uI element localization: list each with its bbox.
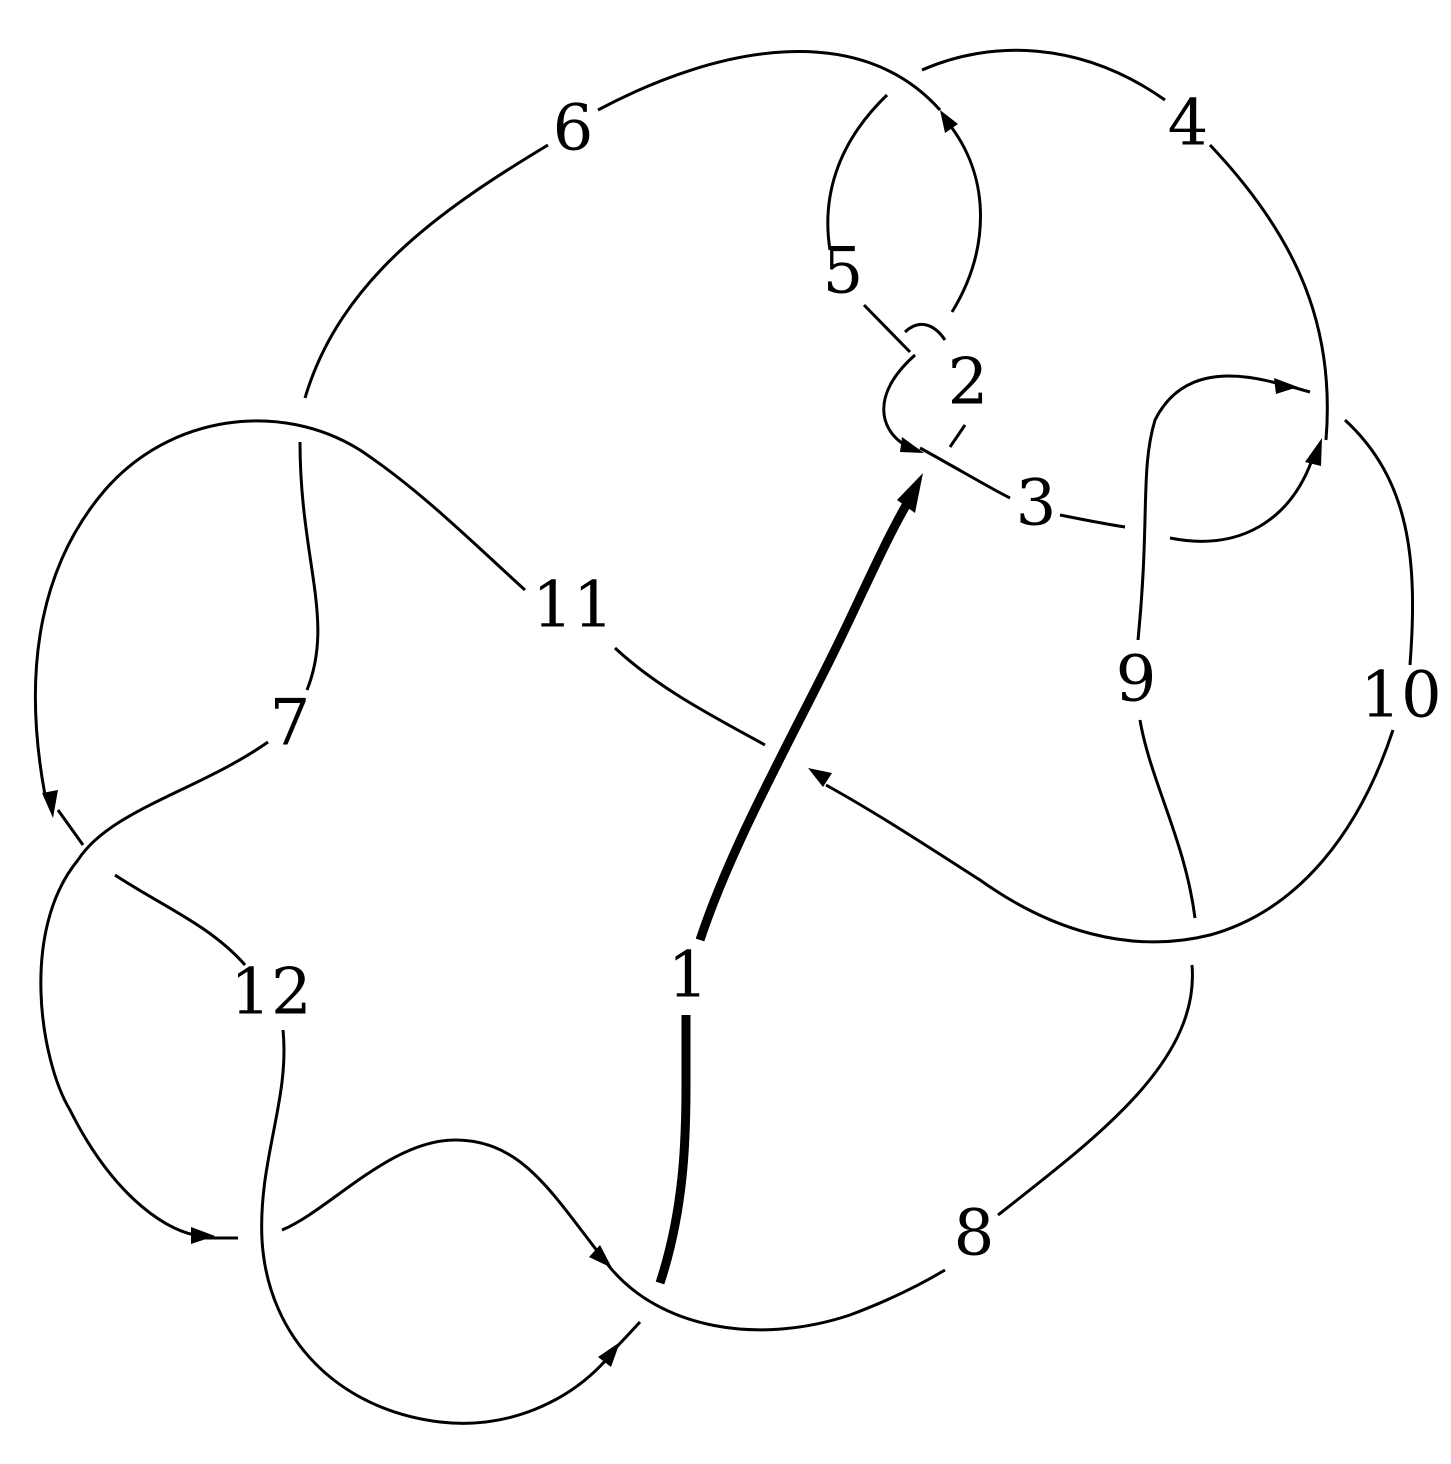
label-arc-8: 8 bbox=[954, 1197, 995, 1271]
arc-9 bbox=[1136, 374, 1281, 919]
arc-5-hook bbox=[882, 353, 916, 447]
label-arc-6: 6 bbox=[553, 92, 594, 166]
arc-1-upper bbox=[695, 492, 916, 942]
label-arc-2: 2 bbox=[948, 346, 989, 420]
arc-7-vertical bbox=[298, 441, 320, 691]
arc-12-lower bbox=[260, 1029, 608, 1425]
arc-6 bbox=[303, 50, 942, 399]
label-arc-1: 1 bbox=[668, 939, 709, 1013]
arc-12-tail bbox=[610, 1320, 642, 1354]
arc-1-lower bbox=[655, 1015, 691, 1285]
arc-3-arrowhead bbox=[1305, 438, 1322, 466]
arc-11-end bbox=[56, 809, 85, 846]
arc-8 bbox=[606, 964, 1194, 1332]
arc-10 bbox=[825, 418, 1415, 944]
label-arc-7: 7 bbox=[270, 687, 311, 761]
arc-12-wave bbox=[281, 1138, 600, 1253]
arc-11-arrowhead bbox=[42, 790, 58, 818]
arc-12-upper bbox=[114, 873, 247, 966]
arc-3-right bbox=[1169, 459, 1314, 543]
arc-5-diagonal bbox=[862, 303, 912, 354]
label-arc-3: 3 bbox=[1016, 467, 1057, 541]
arc-10-arrowhead bbox=[808, 768, 832, 787]
arc-1-arrowhead bbox=[897, 473, 923, 513]
arc-5-top bbox=[826, 93, 889, 251]
label-arc-10: 10 bbox=[1360, 659, 1441, 733]
arc-2-crossing-loop bbox=[903, 322, 947, 341]
label-arc-5: 5 bbox=[823, 235, 864, 309]
label-arc-4: 4 bbox=[1168, 87, 1209, 161]
label-arc-12: 12 bbox=[230, 956, 311, 1030]
arc-3 bbox=[919, 446, 1126, 529]
arc-9-tail bbox=[1284, 383, 1311, 394]
arc-7-arrowhead bbox=[191, 1227, 215, 1244]
arc-11 bbox=[33, 419, 766, 796]
arc-2-lower bbox=[948, 424, 967, 448]
arc-5-arrowhead bbox=[900, 437, 924, 453]
arc-12-wave-arrowhead bbox=[589, 1245, 612, 1268]
arc-2-upper bbox=[950, 127, 982, 313]
arc-2-arrowhead bbox=[940, 110, 958, 133]
arc-4 bbox=[921, 48, 1329, 441]
arc-7-loop bbox=[39, 859, 196, 1237]
label-arc-9: 9 bbox=[1116, 643, 1157, 717]
label-arc-11: 11 bbox=[532, 569, 613, 643]
arc-7-down bbox=[76, 740, 269, 861]
